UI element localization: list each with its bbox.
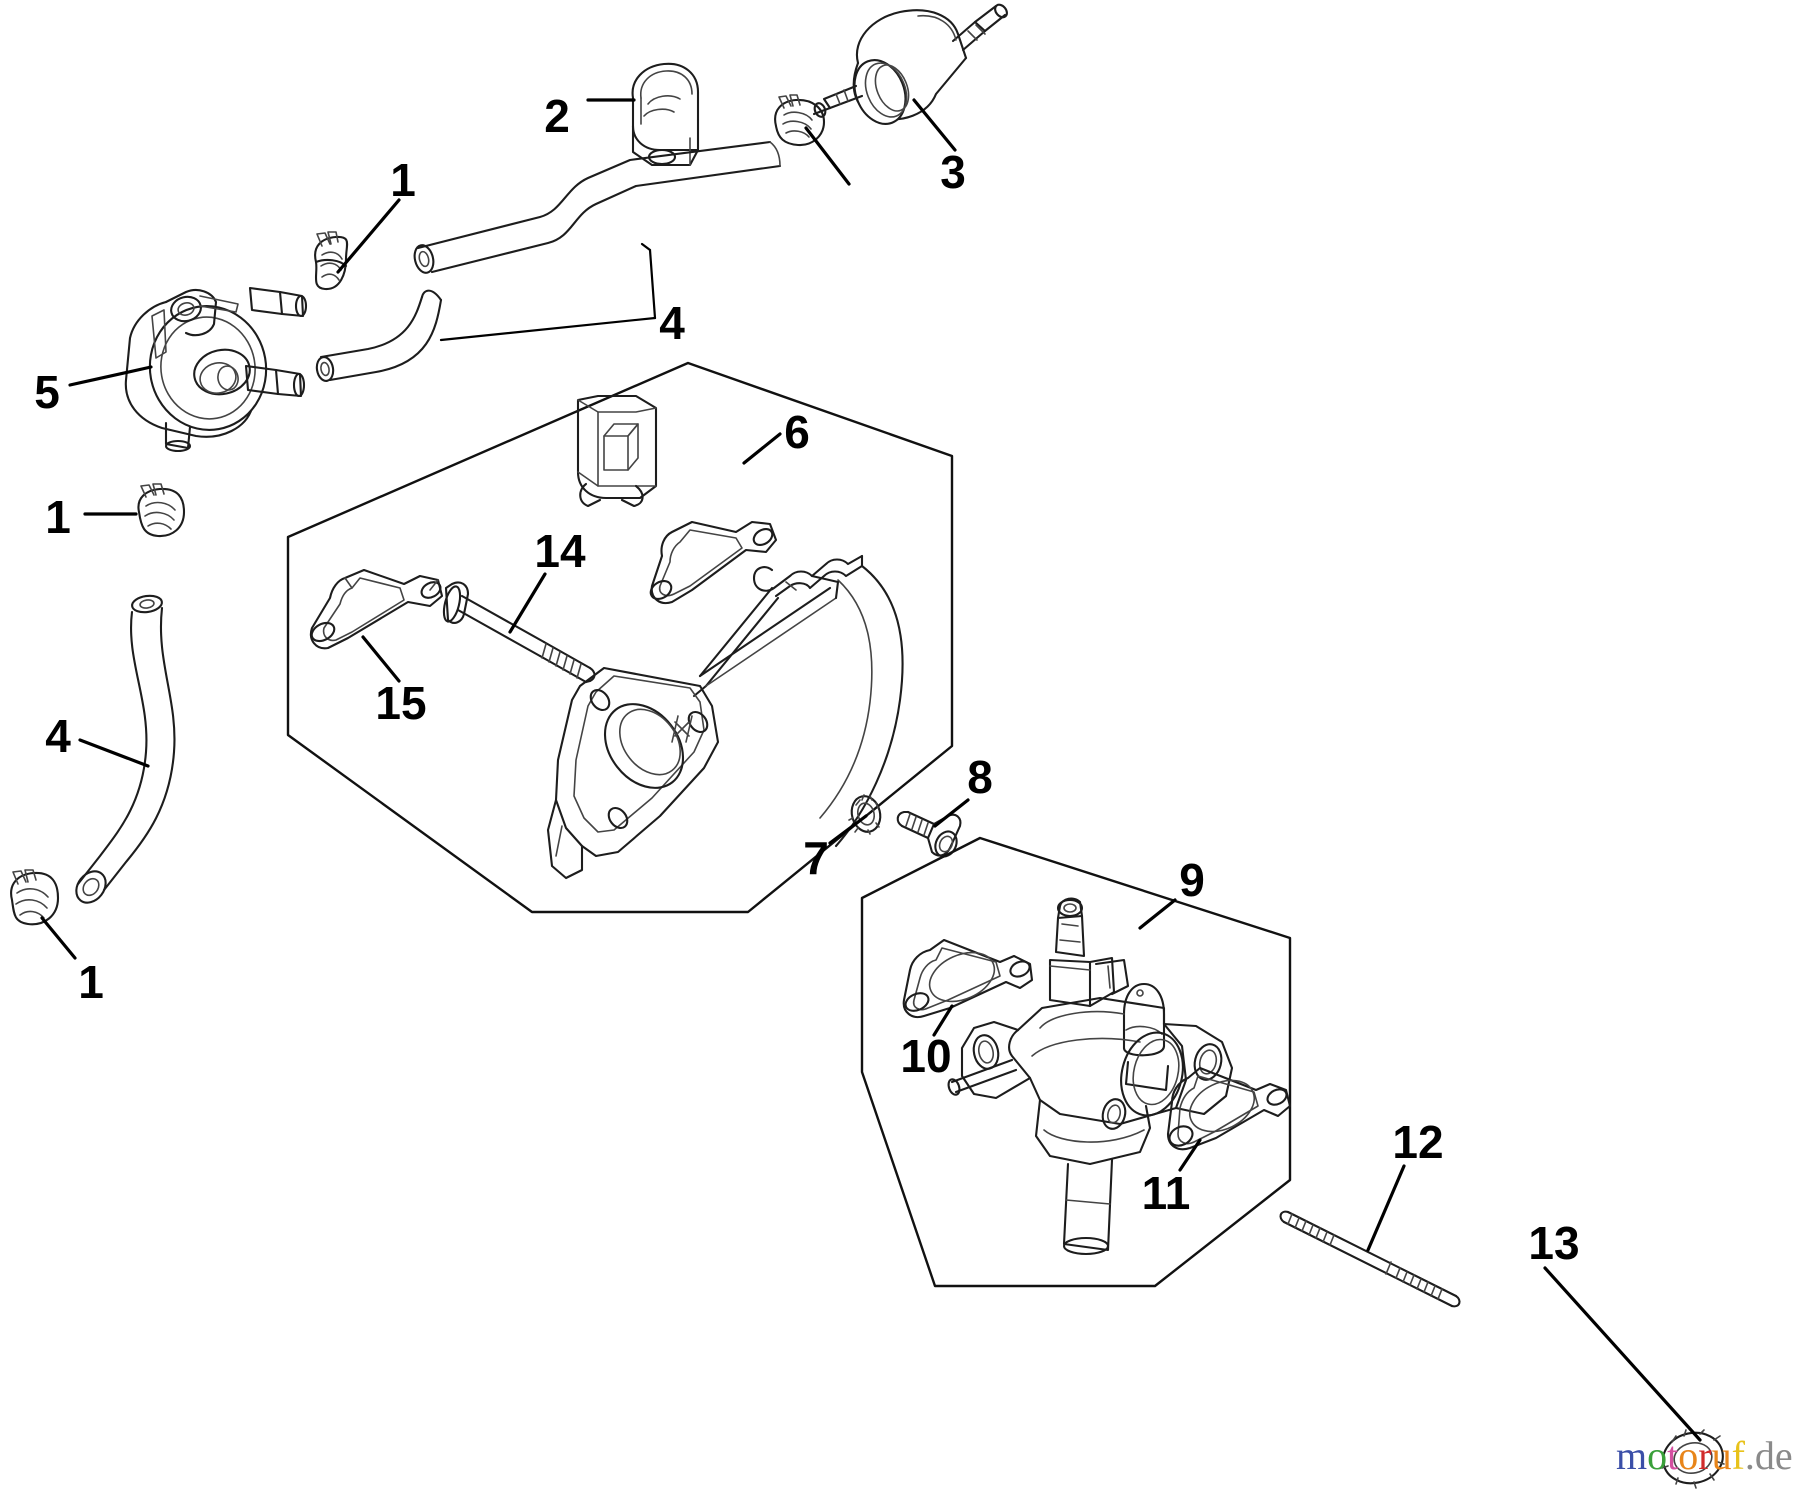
watermark-letter-o2: o: [1678, 1433, 1699, 1478]
callout-7: 7: [803, 832, 829, 884]
hose-clamp-upper-right: [774, 94, 826, 147]
callout-4-upper: 4: [659, 297, 685, 349]
hose-clamp-upper-left: [314, 231, 349, 291]
callout-1-mid: 1: [45, 491, 71, 543]
fuel-filter-part: [812, 3, 1008, 125]
carburetor-stud-12: [1279, 1210, 1461, 1308]
flange-screw-14: [442, 581, 596, 684]
watermark-suffix-de: .de: [1744, 1433, 1793, 1478]
intake-gasket-15: [309, 568, 444, 650]
fuel-hose-middle: [315, 289, 443, 382]
manifold-retainer-clip: [576, 394, 658, 508]
group-box-9: [860, 836, 1292, 1288]
carburetor-gasket-11: [1166, 1066, 1292, 1151]
hose-clamp-mid-left: [137, 483, 186, 538]
callout-4-lower: 4: [45, 710, 71, 762]
callout-numbers: 1 2 3 4 5 1 6 14 15 4 8 7 9 1 10 11 12 1…: [34, 90, 1579, 1269]
callout-11: 11: [1142, 1167, 1191, 1219]
lock-washer-7: [848, 794, 882, 835]
watermark-letter-u: u: [1711, 1433, 1732, 1478]
hose-clamp-bottom-left: [10, 869, 60, 926]
watermark-letter-r: r: [1698, 1433, 1712, 1478]
fuel-hose-lower-left: [75, 594, 176, 904]
watermark-letter-o1: o: [1647, 1433, 1668, 1478]
callout-10: 10: [900, 1030, 951, 1082]
group-box-6: [286, 361, 954, 914]
watermark-letter-m: m: [1616, 1433, 1648, 1478]
callout-2: 2: [544, 90, 570, 142]
intake-gasket-upper: [649, 520, 778, 605]
leader-lines: [40, 98, 1702, 1442]
watermark-letter-t: t: [1667, 1433, 1679, 1478]
callout-8: 8: [967, 751, 993, 803]
callout-5: 5: [34, 366, 60, 418]
callout-15: 15: [375, 677, 426, 729]
callout-1-top: 1: [390, 154, 416, 206]
callout-3: 3: [940, 146, 966, 198]
hose-retainer-bracket: [631, 62, 700, 167]
flange-nut-13: [1661, 1429, 1725, 1489]
intake-manifold-body: [546, 554, 904, 880]
carburetor-gasket-10: [902, 938, 1034, 1019]
fuel-hose-upper: [413, 140, 782, 274]
fuel-pump: [124, 286, 308, 453]
callout-14: 14: [534, 525, 586, 577]
callout-13: 13: [1528, 1217, 1579, 1269]
callout-12: 12: [1392, 1116, 1443, 1168]
callout-6: 6: [784, 406, 810, 458]
watermark-letter-f: f: [1731, 1433, 1745, 1478]
hex-flange-screw-8: [896, 810, 962, 858]
watermark-motoruf: motoruf.de: [1616, 1432, 1793, 1479]
callout-9: 9: [1179, 854, 1205, 906]
callout-1-bottom: 1: [78, 956, 104, 1008]
